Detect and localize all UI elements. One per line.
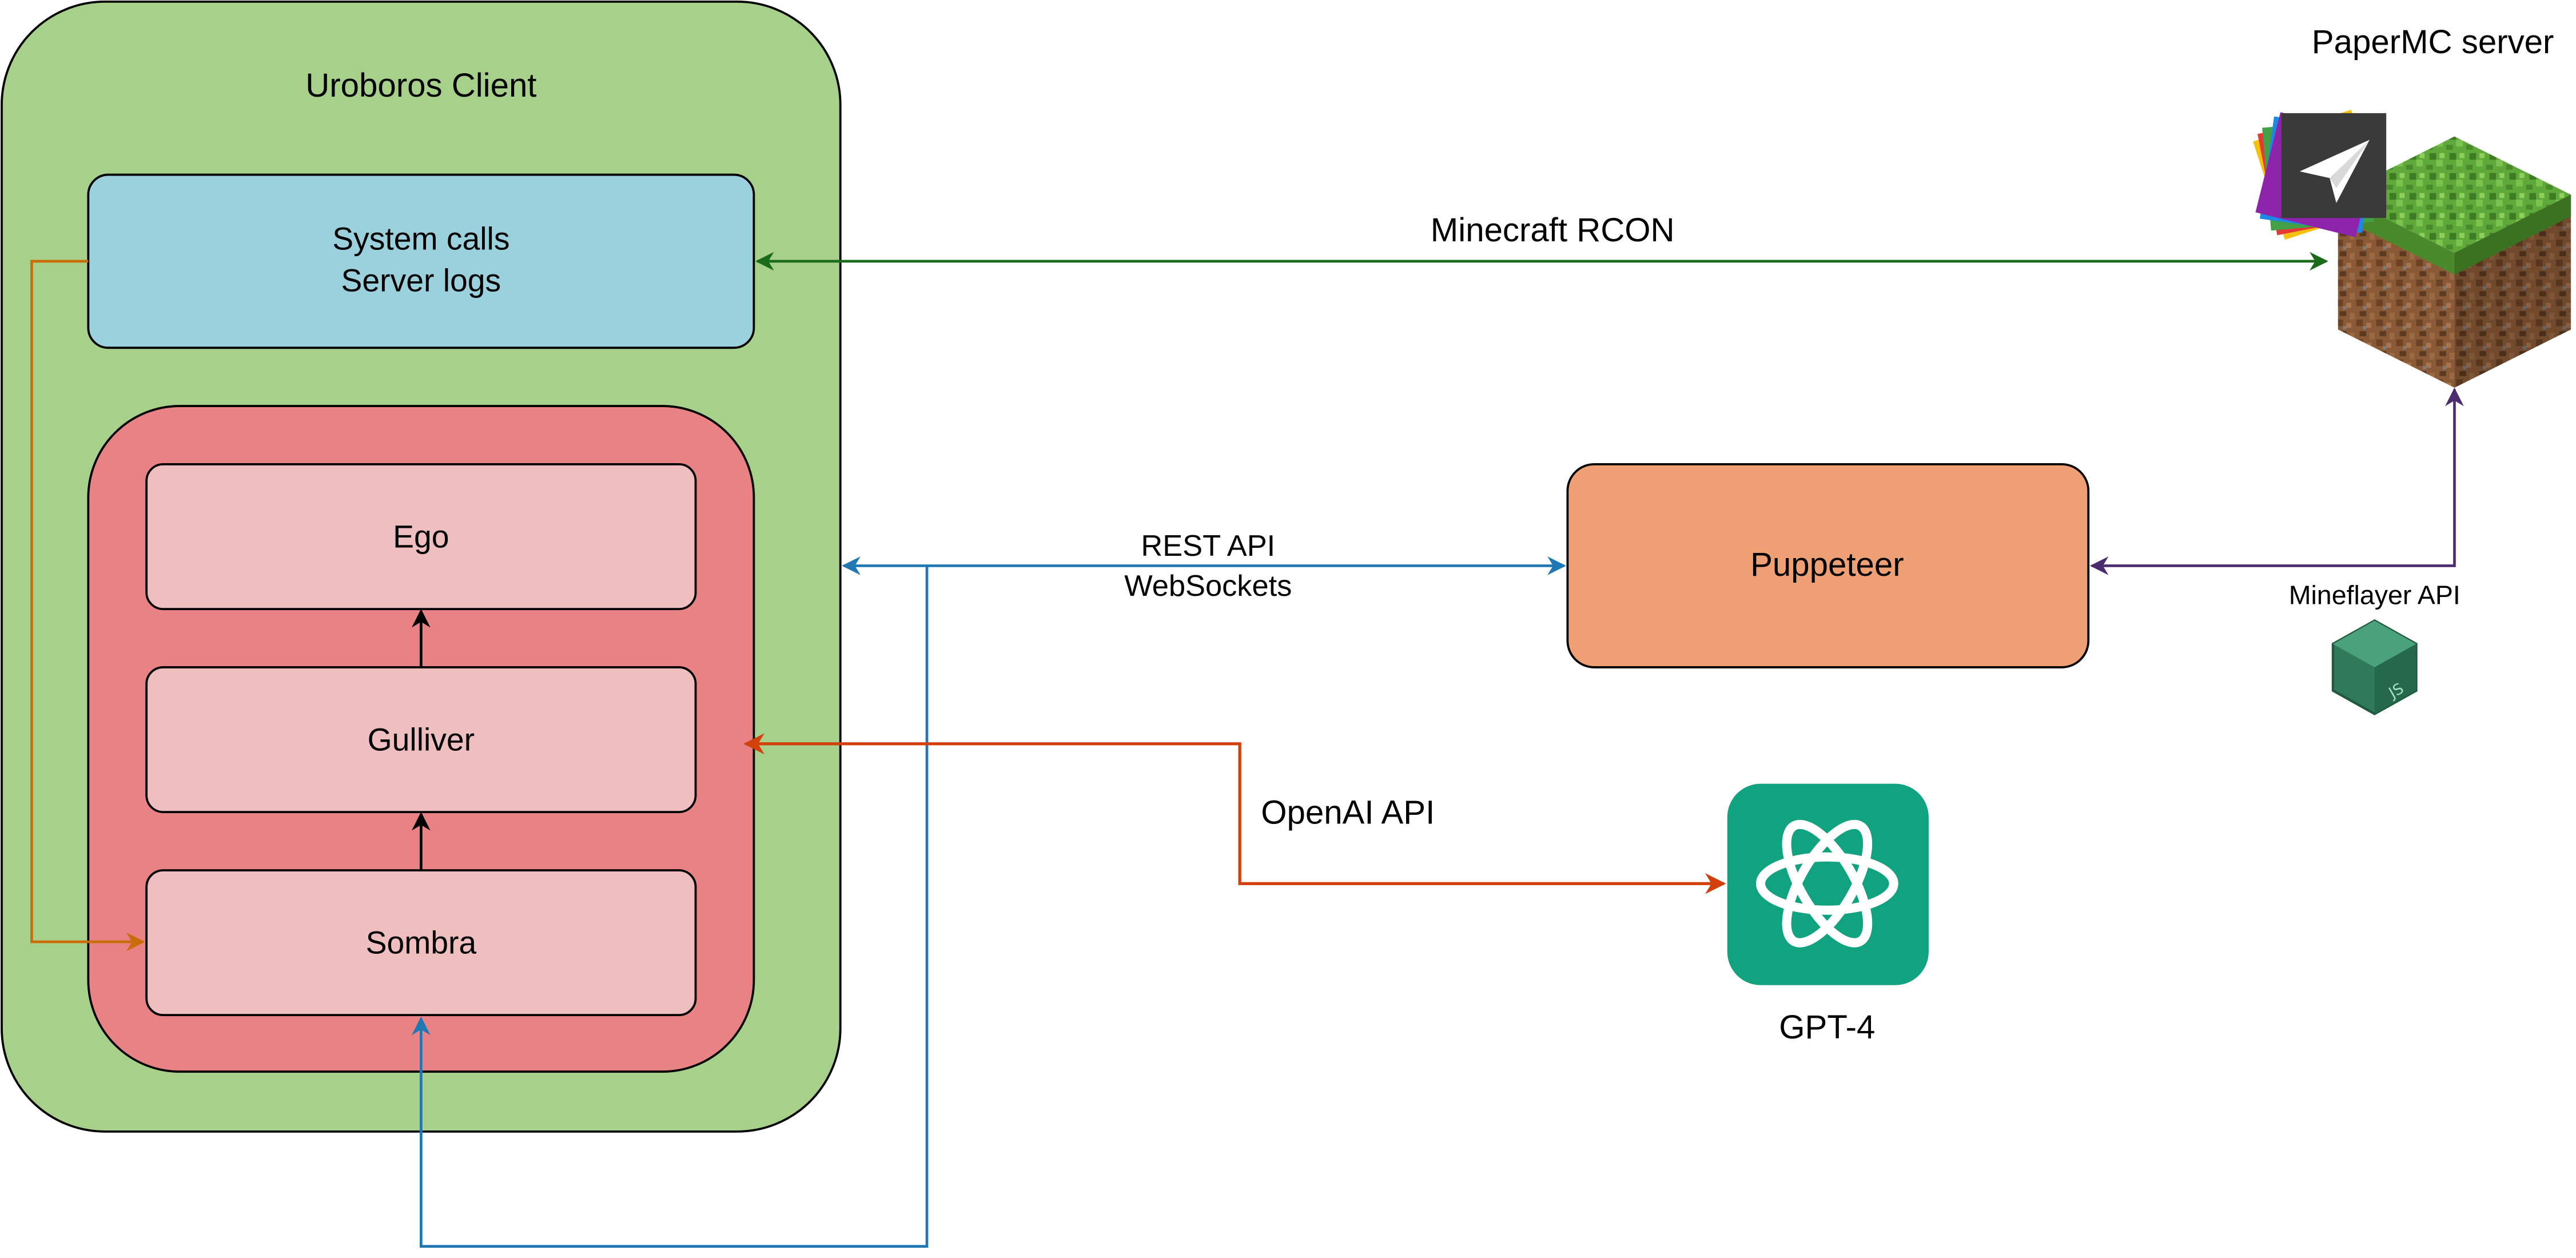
puppeteer-box xyxy=(1566,463,2090,668)
rcon-label: Minecraft RCON xyxy=(1431,212,1675,249)
nodejs-cube-icon: JS xyxy=(2331,619,2418,715)
grass-block-icon xyxy=(2338,136,2571,388)
uroboros-client-title: Uroboros Client xyxy=(305,67,536,104)
mineflayer-api-arrow xyxy=(2089,387,2464,575)
ego-label: Ego xyxy=(393,519,449,554)
openai-api-arrow xyxy=(743,733,1726,894)
logs-to-sombra-arrow xyxy=(30,260,145,952)
gpt4-logo-box xyxy=(1727,783,1929,985)
gpt4-label: GPT-4 xyxy=(1779,1009,1875,1046)
system-calls-box xyxy=(87,173,755,349)
mineflayer-api-label: Mineflayer API xyxy=(2289,580,2460,610)
openai-logo-icon xyxy=(1755,819,1898,948)
gulliver-label: Gulliver xyxy=(368,722,475,757)
server-logs-label: Server logs xyxy=(341,262,501,298)
papermc-server-label: PaperMC server xyxy=(2312,23,2554,61)
openai-api-label: OpenAI API xyxy=(1261,794,1435,831)
system-calls-label: System calls xyxy=(332,221,509,257)
papermc-logo-icon xyxy=(2253,109,2387,240)
rest-api-label: REST API xyxy=(1141,530,1275,563)
puppeteer-label: Puppeteer xyxy=(1750,546,1904,583)
websockets-label: WebSockets xyxy=(1124,570,1292,603)
sombra-label: Sombra xyxy=(366,925,477,960)
rest-to-sombra-arrow xyxy=(412,566,929,1248)
